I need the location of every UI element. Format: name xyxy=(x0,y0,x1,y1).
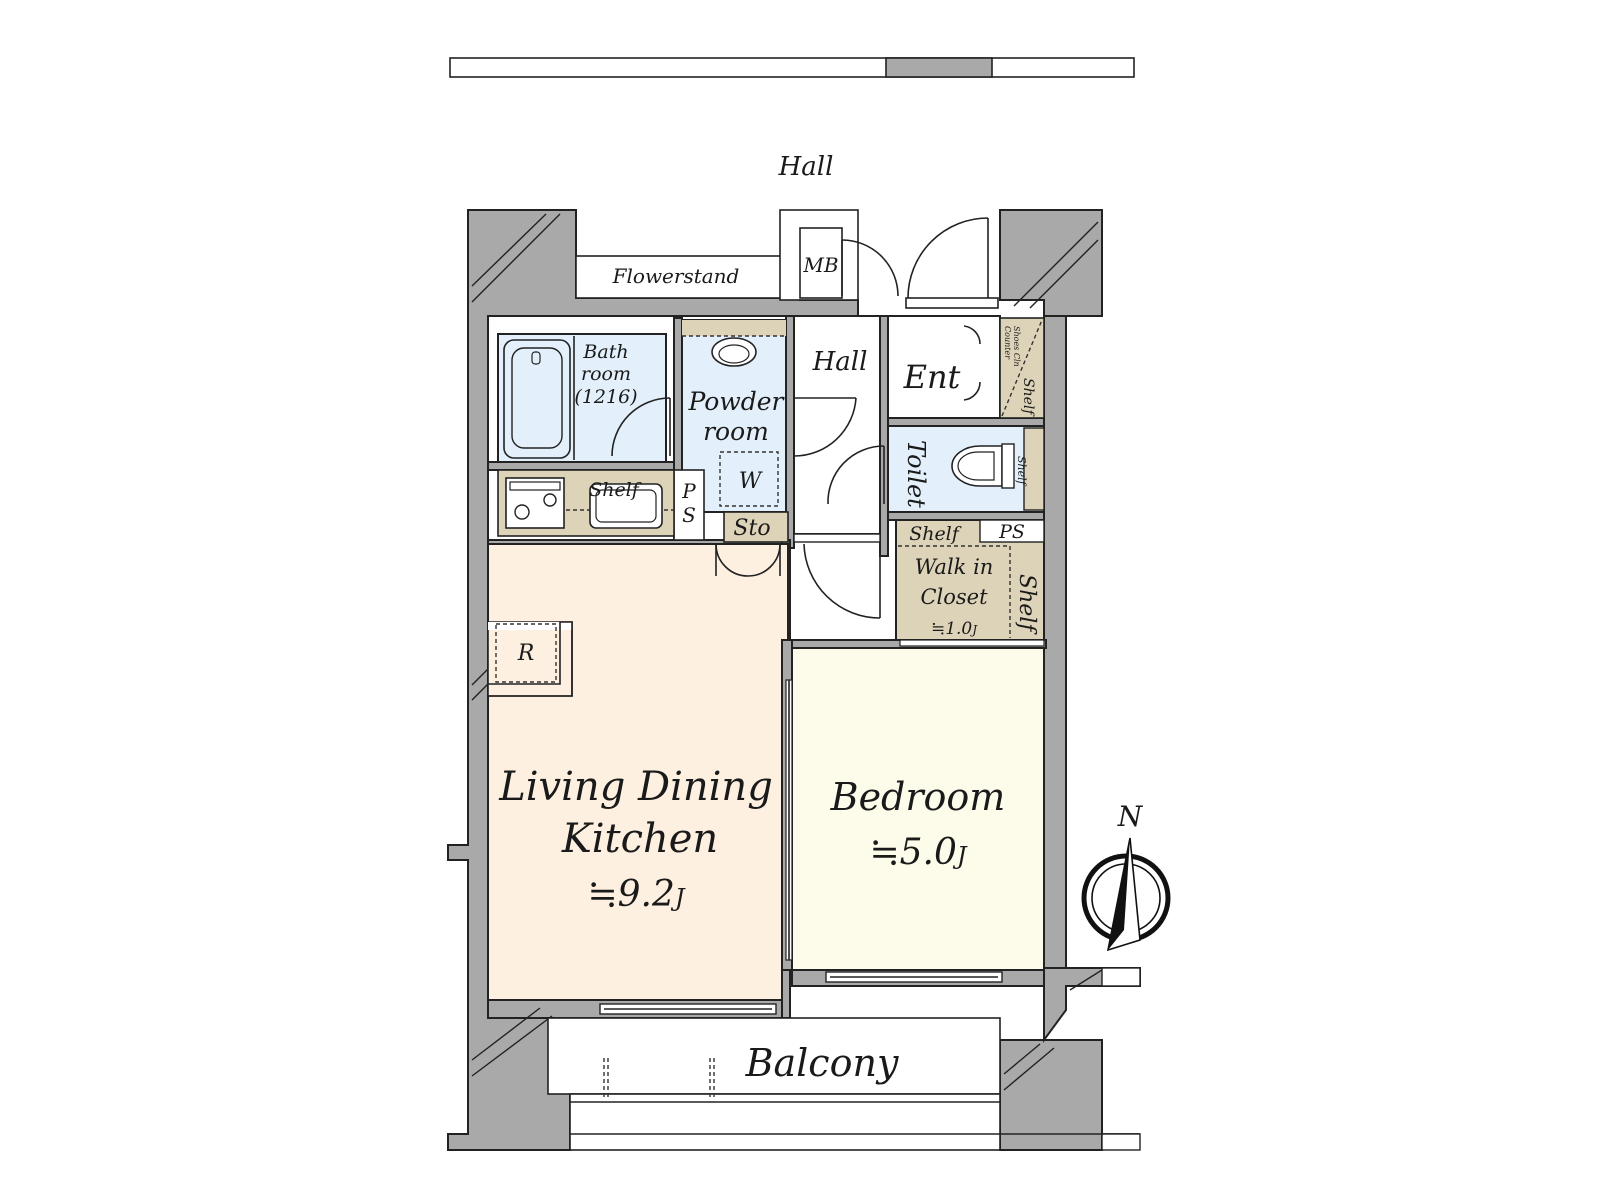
wic-top-shelf-label: Shelf xyxy=(909,523,962,545)
pipe-shaft-right-label: PS xyxy=(998,521,1025,543)
toilet-shelf-label: Shelf xyxy=(1015,456,1028,487)
hall-label: Hall xyxy=(812,347,868,377)
kitchen-counter: Shelf xyxy=(497,469,675,537)
flowerstand-label: Flowerstand xyxy=(612,264,740,288)
ent-label: Ent xyxy=(903,358,961,396)
bedroom-size: ≒5.0 xyxy=(869,832,956,873)
balcony: Balcony xyxy=(547,967,1141,1151)
bedroom: Bedroom ≒5.0J xyxy=(785,647,1045,983)
wall-hatching xyxy=(471,213,1103,1091)
wic-label-line1: Walk in xyxy=(915,555,994,579)
shoes-counter-label-line2: Counter xyxy=(1003,326,1012,360)
mb-label: MB xyxy=(802,253,838,277)
corridor-label: Hall xyxy=(778,152,834,182)
wic-side-shelf-label: Shelf xyxy=(1014,574,1039,635)
kitchen-shelf-label: Shelf xyxy=(589,479,642,501)
wic-label-line2: Closet xyxy=(920,585,988,609)
wic-size: ≒1.0 xyxy=(931,619,972,639)
storage-label: Sto xyxy=(733,516,770,541)
powder-room: Powder room W Sto P S xyxy=(673,319,789,543)
powder-room-label-line1: Powder xyxy=(687,387,785,416)
toilet: Toilet Shelf xyxy=(887,425,1045,513)
bedroom-label: Bedroom xyxy=(830,775,1006,819)
shoes-counter-label-line1: Shoes Cln xyxy=(1012,326,1021,367)
bathroom: Bath room (1216) xyxy=(497,333,671,463)
wic-unit: J xyxy=(969,623,978,637)
flowerstand-area: Flowerstand MB xyxy=(575,209,899,301)
pipe-shaft-left-line1: P xyxy=(681,479,696,503)
living-dining-kitchen: R Living Dining Kitchen ≒9.2J xyxy=(487,543,789,1015)
balcony-label: Balcony xyxy=(745,1041,899,1085)
bathroom-label-line2: room xyxy=(581,363,631,385)
ldk-label-line1: Living Dining xyxy=(498,764,773,810)
pipe-shaft-left-line2: S xyxy=(682,503,696,527)
walk-in-closet: Shelf PS Walk in Closet ≒1.0J Shelf xyxy=(895,519,1045,647)
bathroom-label-line3: (1216) xyxy=(574,386,637,408)
svg-text:≒9.2J: ≒9.2J xyxy=(587,874,685,915)
bathroom-label-line1: Bath xyxy=(582,341,628,363)
ldk-size: ≒9.2 xyxy=(587,874,674,915)
svg-text:≒1.0J: ≒1.0J xyxy=(931,619,978,639)
scale-bar xyxy=(449,57,1135,78)
inner-hall: Hall xyxy=(793,315,885,619)
entrance: Ent Shoes Cln Counter Shelf xyxy=(887,315,1045,419)
shoes-shelf-label: Shelf xyxy=(1020,378,1036,417)
north-label: N xyxy=(1117,800,1144,833)
ldk-label-line2: Kitchen xyxy=(561,816,718,862)
north-arrow: N xyxy=(1081,800,1171,952)
fridge-label: R xyxy=(517,641,535,666)
powder-room-label-line2: room xyxy=(703,417,769,446)
svg-text:≒5.0J: ≒5.0J xyxy=(869,832,967,873)
washer-label: W xyxy=(739,469,764,494)
toilet-label: Toilet xyxy=(902,440,930,508)
entrance-door xyxy=(905,217,999,309)
